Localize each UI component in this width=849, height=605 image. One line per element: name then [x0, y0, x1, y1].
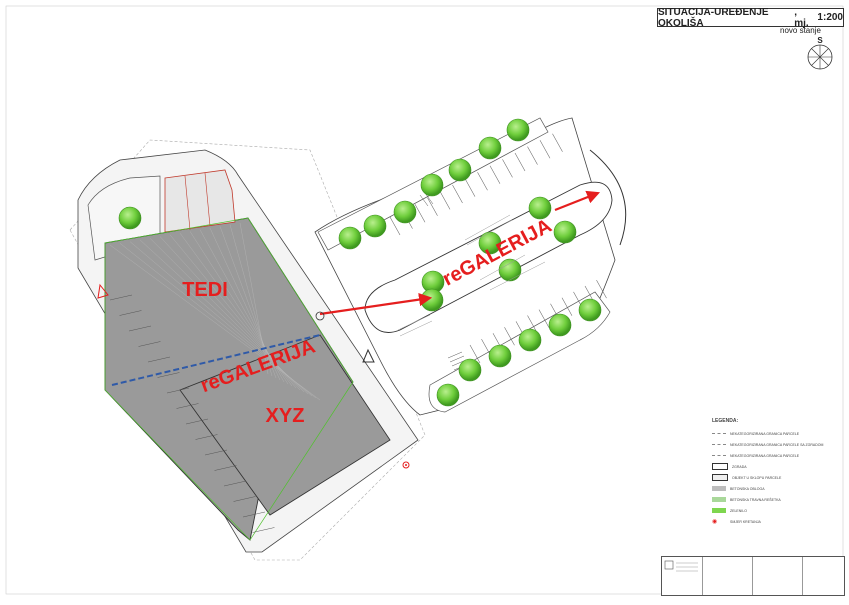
- plan-subtitle: novo stanje: [780, 26, 821, 35]
- tree-canopy: [506, 118, 530, 142]
- store-label-xyz: XYZ: [266, 405, 305, 427]
- annotation-lines: [397, 214, 546, 337]
- legend: LEGENDA: NEKATEGORIZIRANA GRANICA PARCEL…: [712, 418, 842, 527]
- lot-curve-right: [589, 149, 627, 246]
- legend-row: ◉SMJER KRETANJA: [712, 519, 761, 525]
- legend-row: BETONSKA OBLOGA: [712, 483, 842, 494]
- title-block: SITUACIJA-UREĐENJE OKOLIŠA , mj. 1:200: [657, 6, 844, 29]
- scale-prefix: , mj.: [794, 6, 809, 29]
- arrow-lot-exit: [554, 190, 601, 212]
- legend-row: NEKATEGORIZIRANA GRANICA PARCELE: [712, 428, 842, 439]
- lot-parking-stalls: [389, 133, 607, 364]
- trees: [118, 118, 602, 407]
- legend-row: BETONSKA TRAVNA REŠETKA: [712, 494, 842, 505]
- entrance-triangle-left: [97, 283, 109, 299]
- tree-canopy: [488, 344, 512, 368]
- legend-title: LEGENDA:: [712, 418, 739, 424]
- plan-title: SITUACIJA-UREĐENJE OKOLIŠA: [658, 6, 769, 29]
- building-annex: [164, 169, 236, 233]
- tree-canopy: [478, 136, 502, 160]
- tree-canopy: [528, 196, 552, 220]
- legend-row: NEKATEGORIZIRANA GRANICA PARCELE SA ZGRA…: [712, 439, 842, 450]
- tree-canopy: [420, 288, 444, 312]
- tree-canopy: [420, 173, 444, 197]
- tree-canopy: [393, 200, 417, 224]
- north-arrow: [807, 44, 833, 70]
- tree-canopy: [548, 313, 572, 337]
- tree-canopy: [448, 158, 472, 182]
- legend-row: ZGRADA: [712, 461, 842, 472]
- drawing-frame: [5, 5, 844, 595]
- tree-canopy: [363, 214, 387, 238]
- tree-canopy: [338, 226, 362, 250]
- store-label-tedi: TEDI: [182, 279, 228, 301]
- entrance-triangle-right: [362, 348, 375, 363]
- tree-canopy: [118, 206, 142, 230]
- tree-canopy: [498, 258, 522, 282]
- tree-canopy: [553, 220, 577, 244]
- parcel-boundary: [69, 139, 426, 561]
- plan-scale: 1:200: [817, 12, 843, 23]
- building-lower: [179, 334, 391, 516]
- drawing-footer: [661, 556, 845, 596]
- tree-canopy: [458, 358, 482, 382]
- footer-sheet-cell: [802, 557, 843, 595]
- legend-row: OBJEKT U SKLOPU PARCELE: [712, 472, 842, 483]
- footer-project-cell: [752, 557, 803, 595]
- building-green-outline: [104, 217, 354, 541]
- arrow-to-lot: [319, 293, 433, 316]
- tree-canopy: [578, 298, 602, 322]
- footer-logo-cell: [662, 557, 703, 595]
- footer-company-cell: [702, 557, 753, 595]
- tree-canopy: [518, 328, 542, 352]
- legend-row: ZELENILO: [712, 505, 842, 516]
- marker-dot: [402, 461, 410, 469]
- tree-canopy: [436, 383, 460, 407]
- legend-row: NEKATEGORIZIRANA GRANICA PARCELE: [712, 450, 842, 461]
- north-letter: S: [817, 36, 823, 45]
- left-parking-stalls: [109, 294, 275, 533]
